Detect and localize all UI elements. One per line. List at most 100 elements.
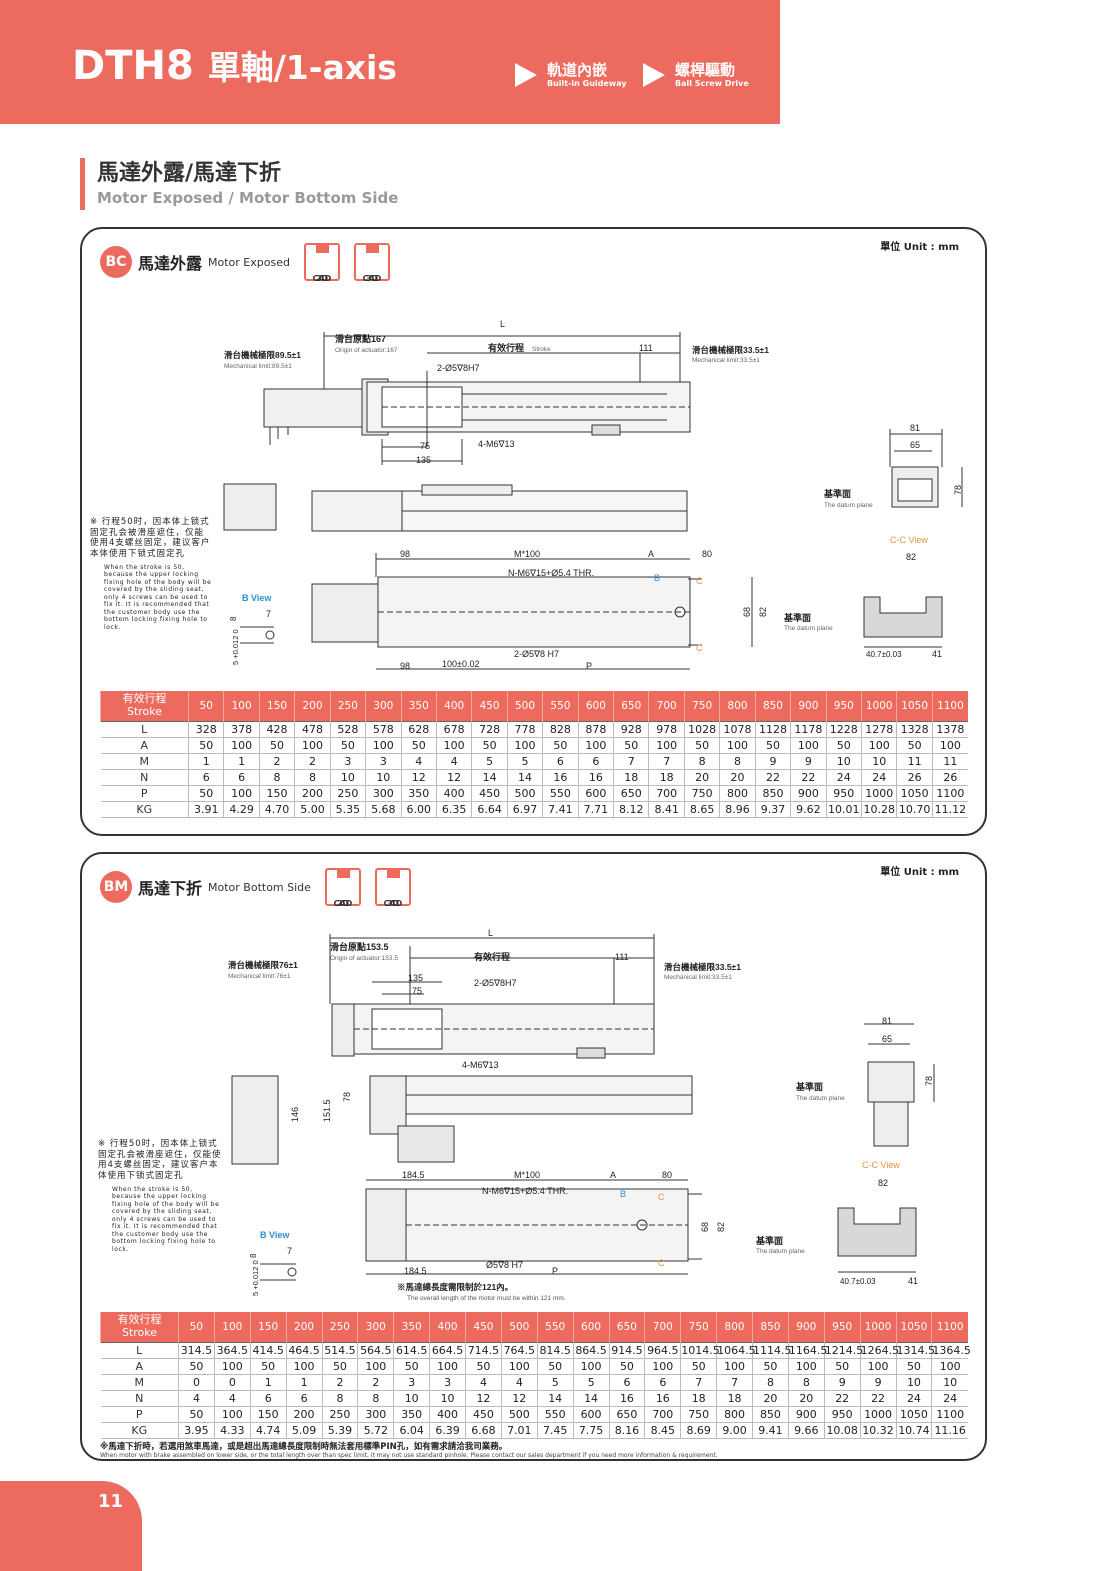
table-cell: 20 bbox=[752, 1390, 789, 1407]
stroke-col: 700 bbox=[644, 1312, 681, 1342]
table-cell: 100 bbox=[931, 1358, 968, 1375]
cc-view-label: C-C View bbox=[862, 1160, 900, 1170]
table-cell: 3 bbox=[329, 753, 366, 770]
dim-65: 65 bbox=[910, 440, 920, 450]
table-cell: 4.70 bbox=[258, 801, 295, 818]
table-cell: 6.97 bbox=[506, 801, 543, 818]
table-cell: 1 bbox=[223, 753, 260, 770]
table-cell: 100 bbox=[365, 737, 402, 754]
table-cell: 1 bbox=[187, 753, 224, 770]
table-cell: 5 bbox=[572, 1374, 609, 1391]
table-cell: 50 bbox=[321, 1358, 358, 1375]
motor-length-note: ※馬達總長度需限制於121內。 bbox=[397, 1282, 513, 1292]
dim-L: L bbox=[488, 928, 493, 938]
section-title: 馬達外露/馬達下折 bbox=[97, 161, 282, 186]
dim-origin: 滑台原點167 bbox=[335, 333, 386, 344]
table-cell: 100 bbox=[644, 1358, 681, 1375]
table-cell: 350 bbox=[400, 785, 437, 802]
table-cell: 18 bbox=[613, 769, 649, 786]
table-cell: 14 bbox=[572, 1390, 609, 1407]
end-view-top bbox=[889, 429, 963, 508]
table-cell: 750 bbox=[683, 785, 720, 802]
table-cell: 10 bbox=[825, 753, 862, 770]
dim-stroke-en: Stroke bbox=[532, 346, 551, 353]
cad-label: CAD bbox=[312, 274, 332, 283]
dim-82: 82 bbox=[906, 552, 916, 562]
table-cell: 50 bbox=[187, 785, 224, 802]
table-cell: 16 bbox=[644, 1390, 681, 1407]
table-cell: 4 bbox=[178, 1390, 215, 1407]
table-cell: 400 bbox=[429, 1406, 466, 1423]
model-name: DTH8 bbox=[72, 43, 194, 89]
dim-135: 135 bbox=[416, 455, 431, 465]
table-cell: 12 bbox=[500, 1390, 538, 1407]
table-cell: 700 bbox=[644, 1406, 681, 1423]
stroke-col: 300 bbox=[357, 1312, 394, 1342]
table-cell: 5 bbox=[506, 753, 543, 770]
table-cell: 1364.5 bbox=[931, 1341, 971, 1359]
stroke-col: 750 bbox=[683, 691, 720, 721]
feature-en: Ball Screw Drive bbox=[675, 78, 749, 88]
dim-origin-en: Origin of actuator:167 bbox=[335, 347, 398, 354]
stroke-col: 800 bbox=[716, 1312, 753, 1342]
row-label: M bbox=[100, 1374, 179, 1391]
feature-ballscrew: 螺桿驅動 Ball Screw Drive bbox=[643, 62, 749, 88]
table-cell: 20 bbox=[683, 769, 720, 786]
table-cell: 100 bbox=[506, 737, 543, 754]
dim-80: 80 bbox=[662, 1170, 672, 1180]
dim-82-side: 82 bbox=[758, 607, 768, 617]
table-cell: 5.72 bbox=[357, 1422, 394, 1439]
table-cell: 11.12 bbox=[931, 801, 968, 818]
stroke-col: 1100 bbox=[931, 1312, 968, 1342]
datum-label-en: The datum plane bbox=[824, 502, 873, 509]
dim-A: A bbox=[648, 549, 654, 559]
cad-label: CAD bbox=[362, 274, 382, 283]
table-cell: 3 bbox=[365, 753, 402, 770]
b-view-label: B View bbox=[242, 593, 272, 603]
stroke-col: 550 bbox=[542, 691, 579, 721]
table-cell: 11.16 bbox=[931, 1422, 968, 1439]
table-cell: 6 bbox=[187, 769, 224, 786]
table-cell: 2 bbox=[321, 1374, 358, 1391]
dim-origin: 滑台原點153.5 bbox=[330, 941, 389, 952]
table-cell: 5.09 bbox=[285, 1422, 322, 1439]
datum-label: 基準面 bbox=[823, 488, 851, 499]
table-cell: 1100 bbox=[931, 785, 968, 802]
table-cell: 150 bbox=[258, 785, 295, 802]
table-cell: 50 bbox=[823, 1358, 861, 1375]
table-cell: 6 bbox=[608, 1374, 645, 1391]
table-cell: 14 bbox=[471, 769, 508, 786]
unit-label: 單位 Unit : mm bbox=[880, 867, 959, 878]
stroke-col: 1000 bbox=[859, 1312, 896, 1342]
table-cell: 50 bbox=[187, 737, 224, 754]
table-cell: 50 bbox=[683, 737, 720, 754]
table-cell: 6 bbox=[285, 1390, 322, 1407]
table-cell: 14 bbox=[506, 769, 543, 786]
table-cell: 8 bbox=[683, 753, 720, 770]
table-cell: 6 bbox=[542, 753, 579, 770]
table-cell: 314.5 bbox=[178, 1341, 215, 1359]
table-cell: 614.5 bbox=[393, 1341, 430, 1359]
dim-78: 78 bbox=[953, 485, 963, 495]
section-subtitle: Motor Exposed / Motor Bottom Side bbox=[97, 189, 399, 207]
datum-label-2-en: The datum plane bbox=[756, 1248, 805, 1255]
table-cell: 750 bbox=[680, 1406, 717, 1423]
cc-section bbox=[863, 596, 943, 648]
table-cell: 100 bbox=[716, 1358, 753, 1375]
b-view-5: 5 +0.012 0 bbox=[231, 629, 240, 665]
table-cell: 8.41 bbox=[648, 801, 685, 818]
stroke-col: 100 bbox=[213, 1312, 251, 1342]
table-cell: 1114.5 bbox=[752, 1341, 792, 1359]
table-cell: 50 bbox=[680, 1358, 717, 1375]
table-cell: 400 bbox=[435, 785, 472, 802]
stroke-col: 600 bbox=[572, 1312, 609, 1342]
table-cell: 4.33 bbox=[213, 1422, 251, 1439]
table-cell: 950 bbox=[823, 1406, 861, 1423]
table-cell: 4 bbox=[465, 1374, 502, 1391]
cad-2d-label: 2D bbox=[336, 899, 350, 908]
